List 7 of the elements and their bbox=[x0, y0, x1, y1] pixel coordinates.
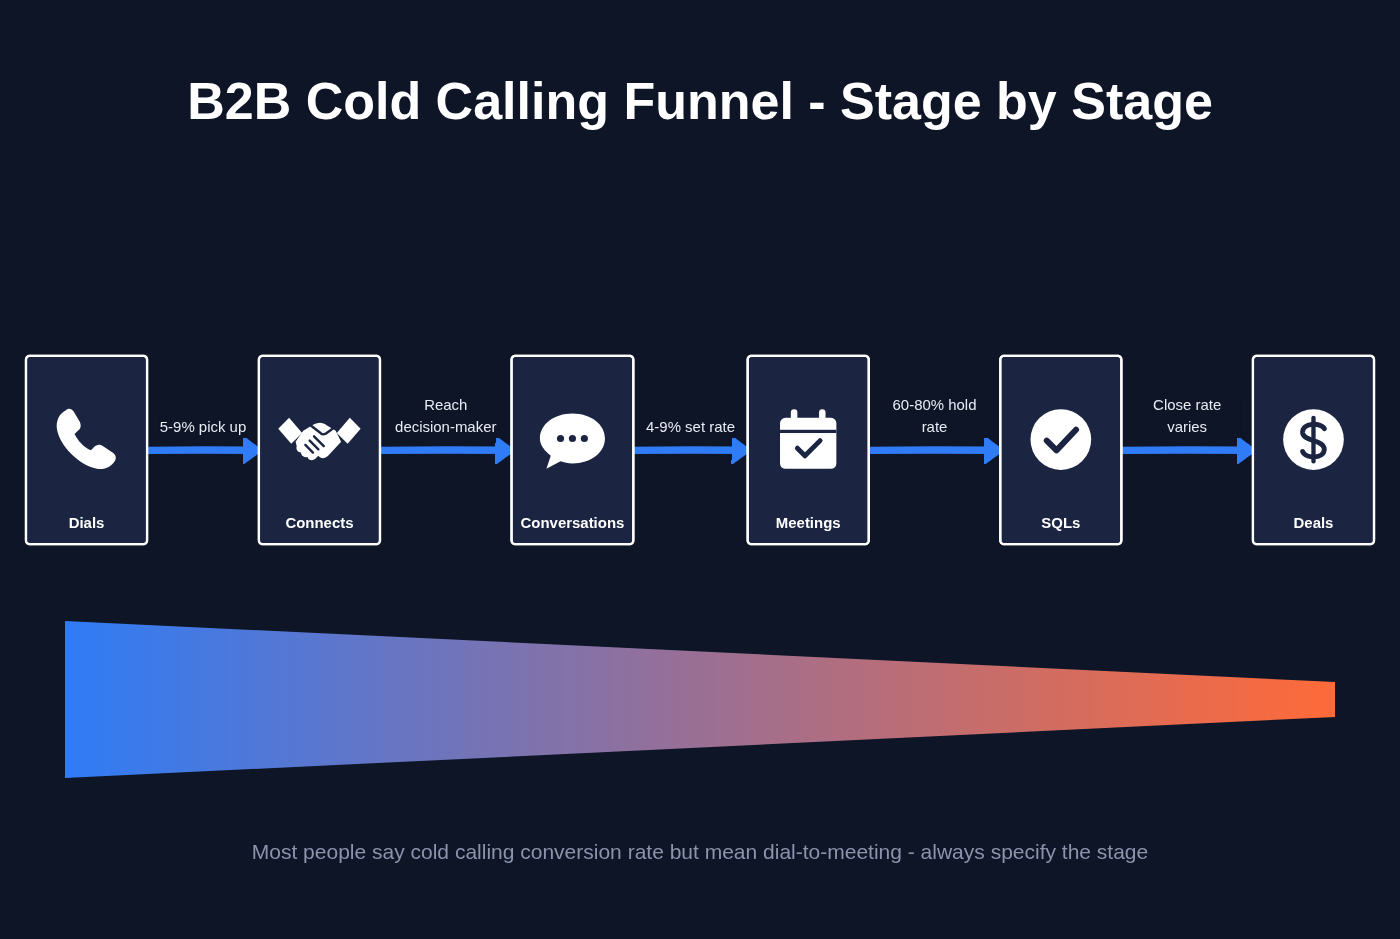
edge-label: 5-9% pick up bbox=[159, 418, 247, 436]
edge-label: 60-80% hold rate bbox=[892, 396, 977, 436]
edge-label: 4-9% set rate bbox=[646, 418, 735, 436]
title: B2B Cold Calling Funnel - Stage by Stage bbox=[187, 72, 1213, 132]
edge-label: Close rate varies bbox=[1153, 396, 1222, 436]
edge-label: Reach decision-maker bbox=[395, 396, 497, 436]
caption: Most people say cold calling conversion rate but mean dial-to-meeting - always specify the stage bbox=[251, 839, 1149, 865]
